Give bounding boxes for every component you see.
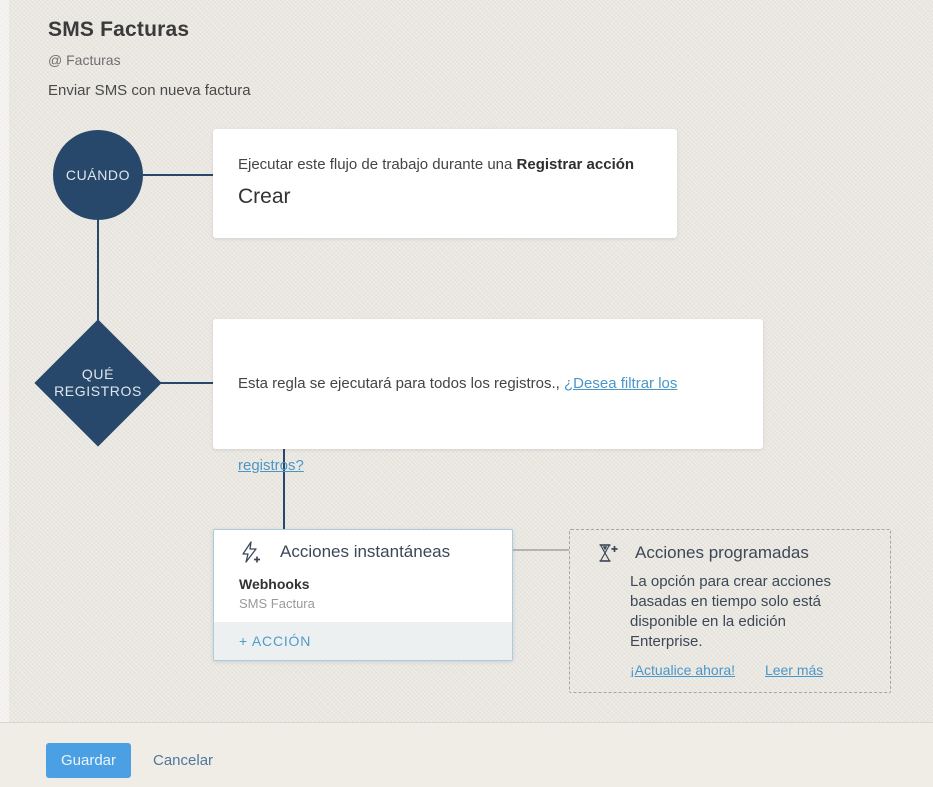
instant-actions-title: Acciones instantáneas	[280, 542, 451, 561]
scheduled-actions-box: Acciones programadas La opción para crea…	[569, 529, 891, 693]
add-action-button[interactable]: + ACCIÓN	[239, 633, 312, 649]
instant-actions-header: Acciones instantáneas	[238, 540, 450, 564]
scheduled-actions-title: Acciones programadas	[635, 543, 809, 562]
instant-action-item-type[interactable]: Webhooks	[239, 576, 310, 592]
when-node: CUÁNDO	[53, 130, 143, 220]
save-button[interactable]: Guardar	[46, 743, 131, 778]
footer-bar: Guardar Cancelar	[0, 722, 933, 787]
scheduled-actions-header: Acciones programadas	[595, 541, 809, 565]
page-module: @ Facturas	[48, 52, 121, 68]
cancel-button[interactable]: Cancelar	[153, 752, 214, 769]
filter-records-link-line2[interactable]: registros?	[238, 457, 304, 474]
page-description: Enviar SMS con nueva factura	[48, 82, 251, 99]
connector-when-horizontal	[143, 174, 213, 176]
when-card-trigger-type: Registrar acción	[516, 156, 635, 173]
scheduled-actions-message: La opción para crear acciones basadas en…	[630, 573, 831, 650]
when-card[interactable]: Ejecutar este flujo de trabajo durante u…	[213, 129, 677, 238]
filter-records-link[interactable]: ¿Desea filtrar los	[564, 375, 678, 392]
connector-instant-to-scheduled	[513, 549, 569, 551]
lightning-plus-icon	[238, 540, 262, 564]
hourglass-plus-icon	[595, 541, 619, 565]
instant-actions-footer: + ACCIÓN	[214, 622, 512, 660]
instant-action-item-name[interactable]: SMS Factura	[239, 596, 315, 611]
page-title: SMS Facturas	[48, 18, 190, 41]
read-more-link[interactable]: Leer más	[764, 662, 824, 678]
upgrade-now-link[interactable]: ¡Actualice ahora!	[630, 662, 736, 678]
which-records-node-label: QUÉ REGISTROS	[54, 366, 142, 399]
connector-which-horizontal	[160, 382, 213, 384]
connector-which-to-actions	[283, 448, 285, 529]
which-records-card[interactable]: Esta regla se ejecutará para todos los r…	[213, 319, 763, 449]
when-card-text: Ejecutar este flujo de trabajo durante u…	[238, 156, 635, 173]
instant-actions-box: Acciones instantáneas Webhooks SMS Factu…	[213, 529, 513, 661]
which-records-text: Esta regla se ejecutará para todos los r…	[238, 375, 678, 392]
left-gutter	[0, 0, 9, 787]
when-card-value: Crear	[238, 185, 291, 208]
filter-records-link-wrap: registros?	[238, 457, 304, 474]
scheduled-actions-links: ¡Actualice ahora! Leer más	[630, 662, 849, 678]
connector-when-to-which	[97, 219, 99, 321]
when-node-label: CUÁNDO	[65, 167, 131, 183]
